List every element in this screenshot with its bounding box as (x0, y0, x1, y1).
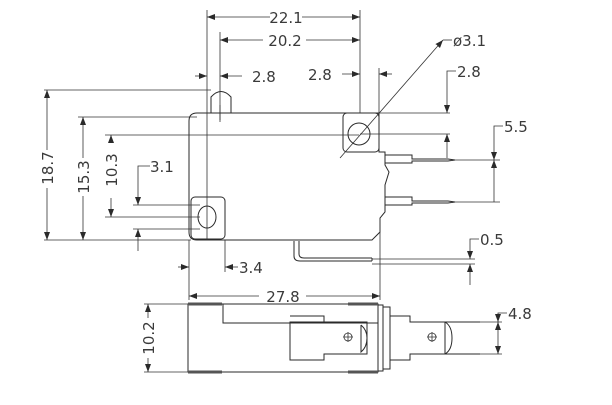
terminal-hole-mark (427, 332, 437, 342)
switch-body-outline (188, 112, 390, 241)
dim-0-5: 0.5 (480, 231, 504, 249)
dim-hole-diameter: ø3.1 (453, 32, 486, 50)
bottom-inner-terminal (289, 315, 368, 361)
bottom-body-outline (187, 303, 379, 373)
dim-3-4: 3.4 (239, 259, 263, 277)
dim-20-2: 20.2 (268, 32, 301, 50)
terminal-nc-lever (293, 241, 373, 262)
switch-body-bottom-view (187, 302, 480, 374)
dim-10-3: 10.3 (103, 153, 121, 186)
terminal-no (385, 196, 456, 206)
bottom-outer-terminal (390, 315, 446, 361)
dim-3-1: 3.1 (150, 158, 174, 176)
dim-2-8-offset: 2.8 (457, 63, 481, 81)
dim-5-5: 5.5 (504, 118, 528, 136)
actuator-pin (210, 91, 232, 113)
dim-18-7: 18.7 (39, 151, 57, 184)
bottom-view-dimensions: 10.2 4.8 (140, 303, 532, 373)
dim-2-8-actuator: 2.8 (252, 68, 276, 86)
upper-mounting-boss (342, 112, 380, 153)
terminal-hole-mark (343, 332, 353, 342)
dim-22-1: 22.1 (269, 9, 302, 27)
dim-27-8: 27.8 (266, 288, 299, 306)
dim-10-2: 10.2 (140, 321, 158, 354)
dim-4-8: 4.8 (508, 305, 532, 323)
lower-mounting-boss (190, 196, 226, 240)
terminal-common (385, 154, 456, 164)
dim-2-8-boss: 2.8 (308, 66, 332, 84)
dim-15-3: 15.3 (75, 160, 93, 193)
switch-body-top-view (188, 91, 456, 262)
top-view-dimensions: 22.1 20.2 2.8 2.8 ø3.1 2.8 5.5 18.7 15.3 (39, 9, 528, 306)
